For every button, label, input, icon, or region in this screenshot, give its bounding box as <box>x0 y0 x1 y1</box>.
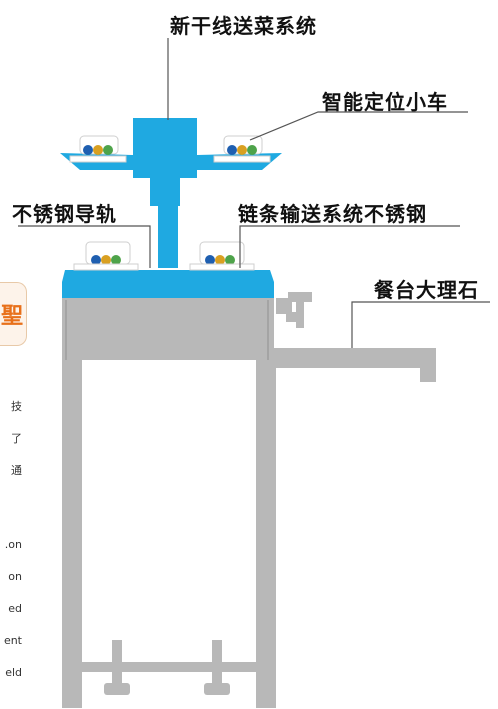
dish-carts <box>69 135 271 271</box>
frame-crossbar <box>82 662 256 672</box>
side-fragment: on <box>8 570 22 583</box>
label-marble-counter: 餐台大理石 <box>374 278 479 302</box>
side-fragment: ent <box>3 634 22 647</box>
frame-top-block <box>62 298 274 360</box>
side-fragment: 技 <box>11 400 22 413</box>
table-frame <box>62 292 436 708</box>
frame-right-leg <box>256 358 276 708</box>
label-main-line: 新干线送菜系统 <box>170 14 317 38</box>
frame-left-leg <box>62 358 82 708</box>
smart-cart-upper-left <box>69 135 127 163</box>
cropped-badge: 聖 <box>0 282 27 346</box>
cart-lower-right <box>189 241 255 271</box>
side-fragment: ed <box>8 602 22 615</box>
cart-lower-left <box>73 241 139 271</box>
side-fragment: 了 <box>11 432 22 445</box>
marble-counter <box>274 348 436 382</box>
side-fragment: eld <box>5 666 22 679</box>
left-foot <box>104 683 130 695</box>
side-fragment: 通 <box>11 464 22 477</box>
smart-cart-upper-right <box>213 135 271 163</box>
label-chain-conveyor: 链条输送系统不锈钢 <box>238 202 427 226</box>
vertical-column <box>158 200 178 268</box>
leader-lines <box>18 38 490 348</box>
side-fragment: on. <box>4 538 22 551</box>
lower-platform <box>62 270 274 298</box>
label-smart-cart: 智能定位小车 <box>322 90 448 114</box>
conveyor-body <box>60 118 282 298</box>
right-foot <box>204 683 230 695</box>
badge-character: 聖 <box>0 304 23 329</box>
main-line-head <box>133 118 197 178</box>
label-stainless-rail: 不锈钢导轨 <box>12 202 117 226</box>
